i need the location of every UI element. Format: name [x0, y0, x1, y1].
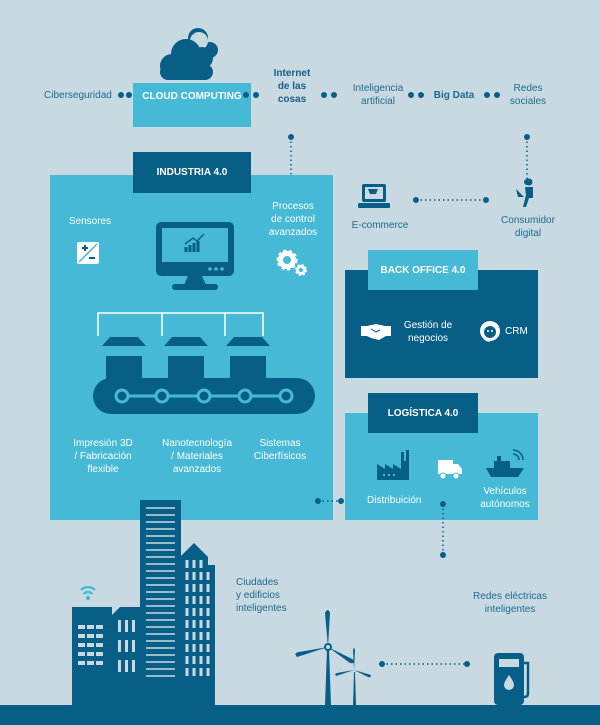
city-buildings: [72, 500, 215, 707]
procesos-line: avanzados: [268, 227, 318, 238]
factory-icon: [377, 450, 409, 480]
label-impresion-3d: Impresión 3D / Fabricación flexible: [67, 437, 139, 476]
person-laptop-icon: [516, 178, 533, 207]
ground: [0, 705, 600, 725]
vehiculos-line: autónomos: [480, 499, 530, 510]
ia-line: Inteligencia: [352, 83, 404, 94]
connector-iot-ia: [321, 92, 337, 98]
connector-ecommerce-consumidor: [413, 197, 489, 203]
ciudades-line: inteligentes: [236, 603, 287, 614]
consumidor-line: Consumidor: [501, 215, 555, 226]
ciudades-line: Ciudades: [236, 577, 279, 588]
label-line: avanzados: [172, 464, 222, 475]
procesos-line: de control: [271, 214, 315, 225]
label-line: Sistemas: [259, 438, 301, 449]
laptop-cart-icon: [358, 184, 390, 208]
label-gestion-negocios: Gestión de negocios: [398, 319, 458, 345]
redes-line: sociales: [509, 96, 547, 107]
label-line: Impresión 3D: [73, 438, 133, 449]
label-big-data: Big Data: [433, 90, 475, 101]
label-redes-sociales: Redes sociales: [503, 82, 553, 108]
label-iot: Internet de las cosas: [262, 67, 322, 106]
sensor-icon: [77, 242, 99, 264]
label-redes-electricas: Redes eléctricas inteligentes: [465, 590, 555, 616]
connector-cloud-iot: [243, 92, 259, 98]
iot-line: de las: [277, 81, 307, 92]
label-ia: Inteligencia artificial: [343, 82, 413, 108]
wind-turbines-icon: [295, 610, 371, 705]
connector-logistica-redes: [440, 501, 446, 558]
label-vehiculos-autonomos: Vehículos autónomos: [475, 485, 535, 511]
production-line-diagram: [93, 312, 315, 414]
ciudades-line: y edificios: [236, 590, 280, 601]
connector-bigdata-redes: [484, 92, 500, 98]
iot-line: cosas: [277, 94, 307, 105]
cloud-icon: [160, 28, 218, 80]
back-office-title: BACK OFFICE 4.0: [368, 250, 478, 290]
ia-line: artificial: [361, 96, 395, 107]
label-line: flexible: [87, 464, 119, 475]
label-ciberseguridad: Ciberseguridad: [44, 90, 112, 101]
label-procesos: Procesos de control avanzados: [262, 200, 324, 239]
gestion-line: Gestión de: [403, 320, 453, 331]
autonomous-ship-icon: [486, 449, 524, 477]
label-consumidor-digital: Consumidor digital: [493, 214, 563, 240]
industria-title: INDUSTRIA 4.0: [133, 152, 251, 193]
boxes: [102, 337, 270, 380]
label-ciudades: Ciudades y edificios inteligentes: [236, 576, 287, 615]
connector-industria-distribucion: [315, 498, 344, 504]
charging-pump-icon: [494, 653, 530, 705]
monitor-chart-icon: [156, 222, 234, 290]
logistica-title: LOGÍSTICA 4.0: [368, 393, 478, 433]
redes-electricas-line: Redes eléctricas: [473, 591, 547, 602]
label-distribucion: Distribuición: [367, 495, 422, 506]
label-ecommerce: E-commerce: [351, 220, 409, 231]
connector-turbines-pump: [379, 661, 470, 667]
connector-ia-bigdata: [408, 92, 424, 98]
redes-electricas-line: inteligentes: [484, 604, 536, 615]
truck-icon: [438, 460, 462, 480]
redes-line: Redes: [513, 83, 543, 94]
headset-agent-icon: [480, 321, 500, 342]
gestion-line: negocios: [407, 333, 449, 344]
vehiculos-line: Vehículos: [483, 486, 527, 497]
label-line: / Materiales: [171, 451, 223, 462]
connector-ciber-cloud: [118, 92, 132, 98]
label-line: Ciberfísicos: [253, 451, 307, 462]
tree-lines: [97, 312, 264, 336]
label-line: Nanotecnología: [161, 438, 233, 449]
conveyor-rollers: [114, 388, 294, 404]
label-sensores: Sensores: [68, 216, 112, 227]
iot-line: Internet: [273, 68, 311, 79]
procesos-line: Procesos: [272, 201, 314, 212]
label-nanotecnologia: Nanotecnología / Materiales avanzados: [156, 437, 238, 476]
label-line: / Fabricación: [74, 451, 132, 462]
label-crm: CRM: [505, 326, 528, 337]
consumidor-line: digital: [514, 228, 542, 239]
gears-icon: [276, 249, 307, 276]
wifi-icon: [80, 585, 96, 595]
handshake-icon: [361, 324, 391, 340]
